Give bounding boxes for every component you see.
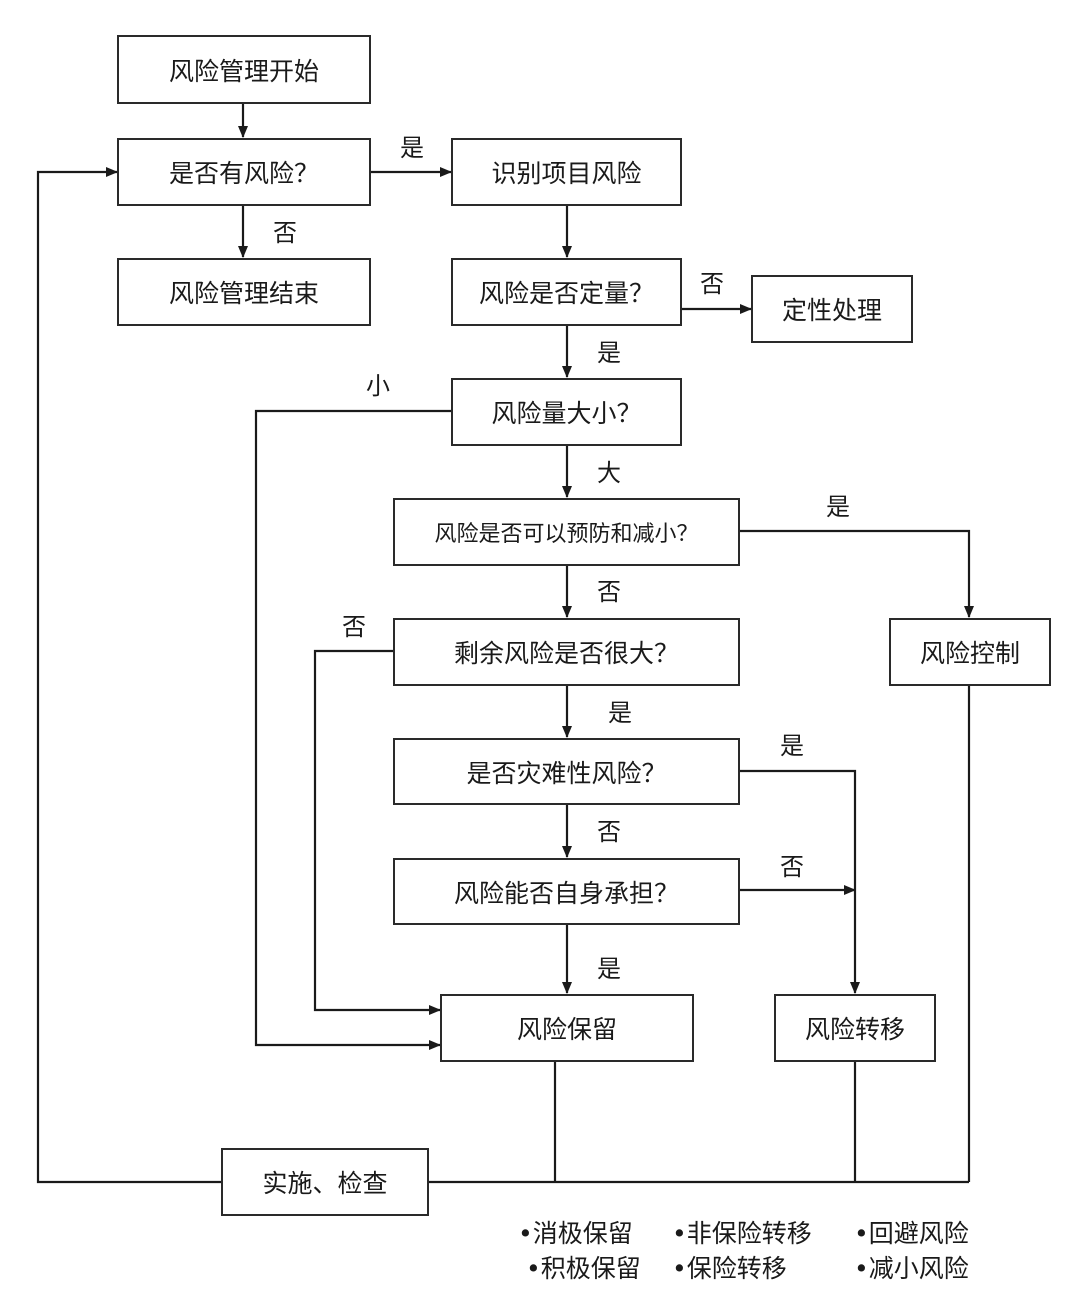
legend-control-avoid: •回避风险 <box>854 1219 969 1248</box>
edge-label-self-bear-no: 否 <box>780 853 804 881</box>
edge-label-preventable-no: 否 <box>597 578 621 606</box>
edge-label-catastrophic-no: 否 <box>597 818 621 846</box>
node-preventable-decision: 风险是否可以预防和减小？ <box>393 498 740 566</box>
node-qualitative-processing: 定性处理 <box>751 275 913 343</box>
legend-retention-positive: •积极保留 <box>526 1254 641 1283</box>
node-risk-control: 风险控制 <box>889 618 1051 686</box>
legend-transfer-insurance: •保险转移 <box>672 1254 787 1283</box>
node-risk-management-start: 风险管理开始 <box>117 35 371 104</box>
node-implement-check: 实施、检查 <box>221 1148 429 1216</box>
node-risk-retention: 风险保留 <box>440 994 694 1062</box>
node-identify-risk: 识别项目风险 <box>451 138 682 206</box>
edge-label-catastrophic-yes: 是 <box>780 732 804 760</box>
node-magnitude-decision: 风险量大小？ <box>451 378 682 446</box>
node-quantify-decision: 风险是否定量？ <box>451 258 682 326</box>
legend-retention-negative: •消极保留 <box>518 1219 633 1248</box>
edge-label-self-bear-yes: 是 <box>597 955 621 983</box>
node-residual-decision: 剩余风险是否很大？ <box>393 618 740 686</box>
legend-transfer-non-insurance: •非保险转移 <box>672 1219 812 1248</box>
node-risk-management-end: 风险管理结束 <box>117 258 371 326</box>
node-catastrophic-decision: 是否灾难性风险？ <box>393 738 740 805</box>
edge-label-magnitude-small: 小 <box>366 372 390 400</box>
edge-label-magnitude-large: 大 <box>597 459 621 487</box>
edge-label-has-risk-no: 否 <box>273 219 297 247</box>
edge-label-residual-yes: 是 <box>608 699 632 727</box>
legend-control-reduce: •减小风险 <box>854 1254 969 1283</box>
edge-label-preventable-yes: 是 <box>826 493 850 521</box>
edge-label-residual-no: 否 <box>342 613 366 641</box>
node-risk-transfer: 风险转移 <box>774 994 936 1062</box>
node-has-risk-decision: 是否有风险？ <box>117 138 371 206</box>
edge-label-quantify-yes: 是 <box>597 339 621 367</box>
edge-label-has-risk-yes: 是 <box>400 134 424 162</box>
node-self-bear-decision: 风险能否自身承担？ <box>393 858 740 925</box>
edge-label-quantify-no: 否 <box>700 270 724 298</box>
